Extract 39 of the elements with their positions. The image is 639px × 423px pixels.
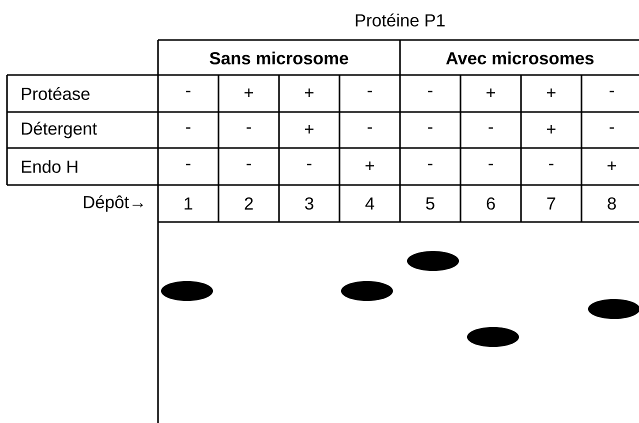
sign: - [428, 90, 432, 92]
lane-number: 6 [486, 197, 495, 210]
sign: - [186, 164, 190, 166]
sign: - [246, 127, 251, 129]
lane-number: 8 [608, 197, 616, 210]
row-label: Détergent [22, 122, 97, 138]
sign: - [246, 164, 251, 166]
column-header: Avec microsomes [446, 52, 594, 64]
column-header: Sans microsome [210, 52, 348, 64]
sign: + [486, 88, 496, 97]
sign: + [608, 161, 616, 170]
sign: - [610, 90, 614, 92]
sign: - [186, 127, 190, 129]
lane-number: 7 [547, 198, 556, 210]
sign: - [428, 127, 432, 129]
row-label: Dépôt→ [84, 195, 143, 212]
lane-number: 1 [184, 198, 192, 210]
sign: - [488, 164, 493, 166]
sign: + [546, 124, 556, 134]
sign: - [488, 127, 493, 129]
sign: + [366, 161, 374, 170]
sign: + [304, 88, 314, 97]
sign: - [368, 90, 372, 92]
row-label: Endo H [22, 160, 78, 173]
lane-number: 4 [365, 198, 374, 210]
sign: - [307, 164, 312, 166]
sign: + [546, 88, 556, 97]
sign: + [244, 88, 254, 97]
lane-number: 3 [305, 197, 314, 210]
sign: - [186, 90, 190, 92]
lane-number: 2 [244, 197, 253, 210]
sign: - [610, 127, 614, 129]
sign: - [549, 164, 554, 166]
sign: + [304, 124, 314, 134]
lane-number: 5 [426, 197, 434, 210]
sign: - [368, 127, 372, 129]
row-label: Protéase [22, 87, 90, 100]
title: Protéine P1 [356, 14, 445, 26]
sign: - [428, 164, 432, 166]
